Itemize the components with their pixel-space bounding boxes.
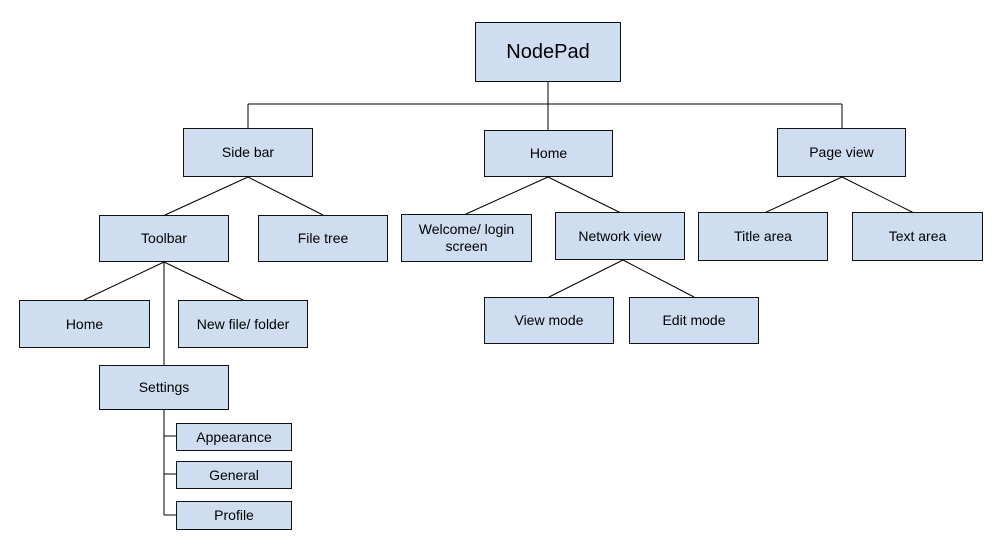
edge-sidebar-filetree	[247, 176, 324, 216]
node-title-area: Title area	[698, 212, 828, 261]
node-toolbar-home: Home	[19, 300, 150, 348]
node-view-mode: View mode	[484, 297, 614, 344]
node-file-tree: File tree	[258, 215, 388, 262]
edge-pageview-text	[841, 176, 917, 215]
node-page-view: Page view	[777, 128, 906, 177]
node-appearance: Appearance	[176, 423, 292, 451]
edge-pageview-title	[761, 176, 843, 215]
node-settings: Settings	[99, 365, 229, 410]
node-welcome-login: Welcome/ login screen	[401, 214, 532, 262]
edge-home-network	[547, 176, 624, 215]
node-edit-mode: Edit mode	[629, 297, 759, 344]
node-toolbar: Toolbar	[99, 215, 229, 262]
edge-network-viewmode	[548, 259, 624, 298]
edge-home-welcome	[465, 176, 549, 215]
edge-sidebar-toolbar	[164, 176, 249, 216]
edge-network-editmode	[622, 259, 695, 298]
edge-toolbar-newfile	[163, 261, 244, 301]
node-text-area: Text area	[852, 212, 983, 261]
node-nodepad: NodePad	[475, 22, 621, 82]
node-general: General	[176, 461, 292, 489]
node-side-bar: Side bar	[183, 128, 313, 177]
node-profile: Profile	[176, 501, 292, 530]
node-network-view: Network view	[555, 212, 685, 260]
node-new-file-folder: New file/ folder	[178, 300, 308, 348]
edge-toolbar-home	[83, 261, 165, 301]
node-home: Home	[484, 130, 613, 177]
